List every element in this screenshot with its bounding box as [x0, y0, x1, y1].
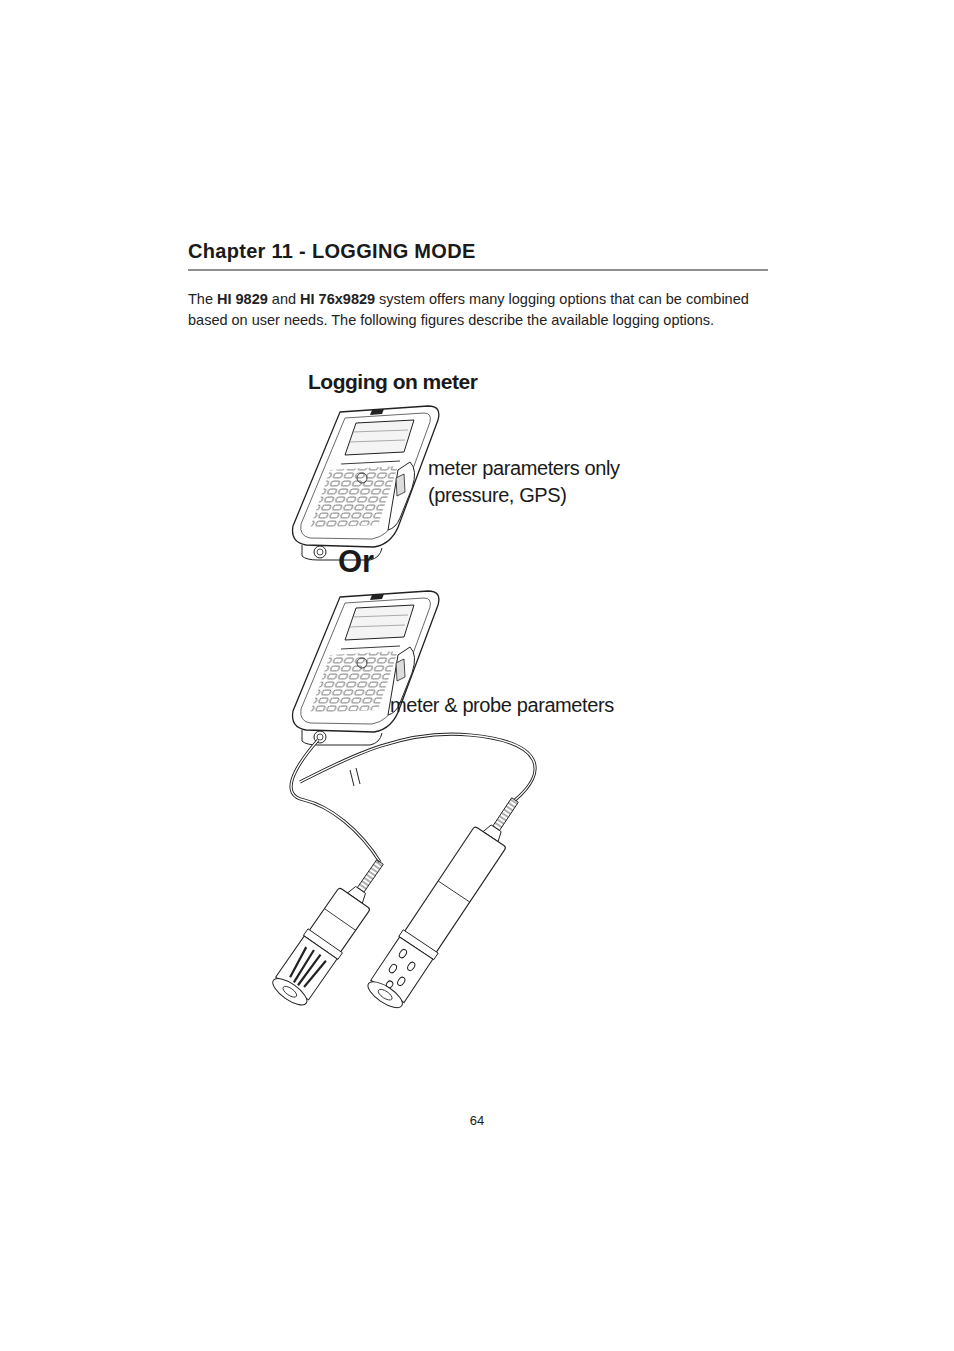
cable: [300, 734, 535, 800]
section-heading: Logging on meter: [308, 370, 477, 394]
or-word: Or: [338, 544, 374, 580]
meter-with-probes: [293, 591, 439, 745]
body-text: The: [188, 291, 213, 307]
model-name: HI 76x9829: [300, 291, 375, 307]
title-rule: [188, 269, 768, 270]
probe-long: [363, 788, 532, 1013]
option-caption: meter parameters only (pressure, GPS): [428, 455, 678, 509]
option-caption: meter & probe parameters: [390, 694, 614, 717]
page-number: 64: [0, 1113, 954, 1128]
cable: [291, 740, 380, 862]
model-name: HI 9829: [217, 291, 268, 307]
intro-paragraph: The HI 9829 and HI 76x9829 system offers…: [188, 289, 766, 331]
chapter-title: Chapter 11 - LOGGING MODE: [188, 240, 476, 263]
body-text: and: [272, 291, 296, 307]
meter-only: [293, 406, 439, 560]
